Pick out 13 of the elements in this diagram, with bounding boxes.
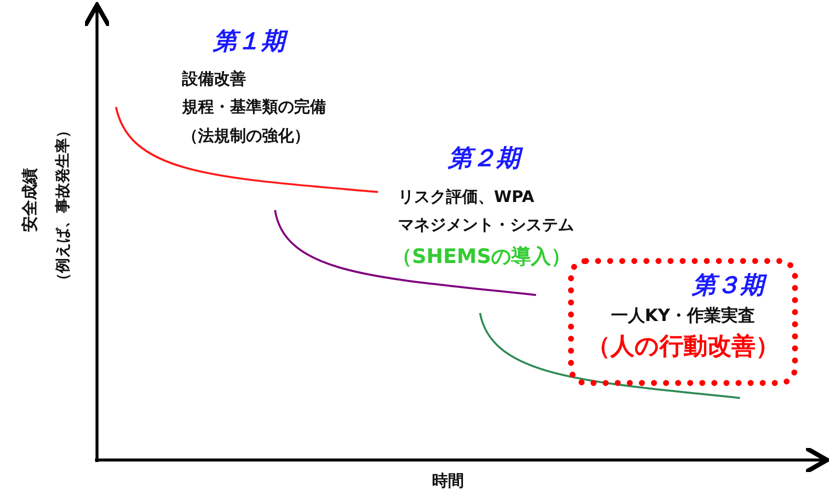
axis-title: （例えば、事故発生率） bbox=[54, 122, 70, 288]
measure-text: マネジメント・システム bbox=[398, 216, 574, 234]
measure-text: リスク評価、WPA bbox=[398, 188, 534, 206]
period-heading: 第３期 bbox=[582, 270, 784, 302]
measure-text: （法規制の強化） bbox=[182, 127, 310, 145]
measure-text: （人の行動改善） bbox=[586, 331, 780, 362]
measure-text: 一人KY・作業実査 bbox=[610, 305, 756, 328]
measure-text: 設備改善 bbox=[182, 70, 246, 88]
axis-title: 時間 bbox=[432, 472, 464, 490]
measure-text: （SHEMSの導入） bbox=[392, 245, 572, 267]
axis-title: 安全成績 bbox=[21, 168, 39, 232]
measure-text: 規程・基準類の完備 bbox=[182, 98, 326, 116]
dotted-highlight-box bbox=[568, 258, 798, 386]
